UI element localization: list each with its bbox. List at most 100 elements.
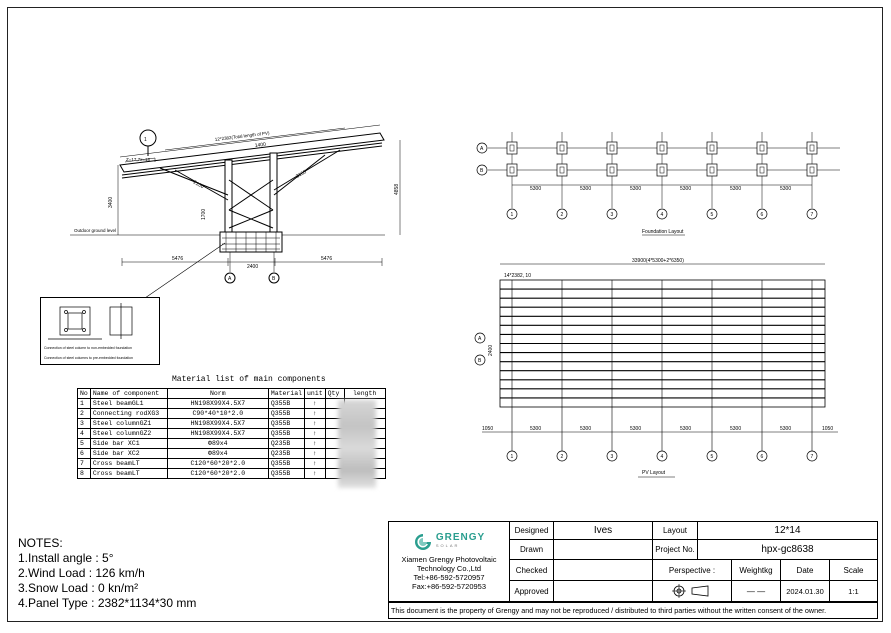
notes-title: NOTES: xyxy=(18,536,63,550)
material-cell: ↑ xyxy=(304,458,326,469)
axis-label: 4 xyxy=(661,454,664,460)
material-cell: HN198X99X4.5X7 xyxy=(166,418,269,429)
material-cell: Q355B xyxy=(267,428,306,439)
axis-bubble xyxy=(556,450,568,462)
elev-brace-a: 2100 xyxy=(192,180,205,191)
axis-label: A xyxy=(478,336,482,342)
layout-label: Layout xyxy=(652,521,698,540)
projection-symbol-cell xyxy=(652,580,732,602)
project-label: Project No. xyxy=(652,539,698,560)
col-header: length xyxy=(343,388,386,399)
col-header: Qty xyxy=(324,388,345,399)
company-fax: Fax:+86-592-5720953 xyxy=(411,582,486,591)
axis-label: 5 xyxy=(711,454,714,460)
notes-block: NOTES: 1.Install angle : 5° 2.Wind Load … xyxy=(18,536,196,611)
span-dim: 5300 xyxy=(580,186,591,192)
footing xyxy=(806,163,818,177)
designed-value: Ives xyxy=(553,521,653,540)
elev-right-height: 4858 xyxy=(394,184,400,195)
material-cell: Steel columnGZ1 xyxy=(89,418,168,429)
material-cell: 8 xyxy=(77,468,91,479)
grengy-logo-icon xyxy=(414,534,431,550)
brand-name: GRENGY xyxy=(435,532,486,543)
material-cell: Cross beamLT xyxy=(89,468,168,479)
column-base xyxy=(809,144,815,152)
axis-label: 6 xyxy=(761,454,764,460)
axis-label: 4 xyxy=(661,212,664,218)
approved-label: Approved xyxy=(509,580,554,602)
foundation-caption: Foundation Layout xyxy=(642,229,684,235)
elev-bottom-right: 5476 xyxy=(321,256,332,262)
elev-axis-a: A xyxy=(228,276,232,282)
footing xyxy=(806,141,818,155)
axis-bubble xyxy=(474,354,486,366)
date-value: 2024.01.30 xyxy=(780,580,830,602)
company-name: Xiamen Grengy Photovoltaic Technology Co… xyxy=(401,555,497,573)
pv-panel-label: 14*2382, 10 xyxy=(504,273,531,279)
note-item: 1.Install angle : 5° xyxy=(18,551,114,565)
drawn-label: Drawn xyxy=(509,539,554,560)
col-header: unit xyxy=(304,388,326,399)
column-base xyxy=(709,166,715,174)
footing xyxy=(556,163,568,177)
footing xyxy=(756,141,768,155)
material-cell: Side bar XC1 xyxy=(89,438,168,449)
elev-top-dim: 12*2382(Total length of PV) xyxy=(215,130,271,142)
material-cell: 3 xyxy=(77,418,91,429)
col-header: Material xyxy=(267,388,306,399)
column-base xyxy=(809,166,815,174)
pv-edge-dim: 1050 xyxy=(482,426,493,432)
axis-label: 2 xyxy=(561,212,564,218)
material-cell: ↑ xyxy=(304,398,326,409)
company-cell: GRENGY SOLAR Xiamen Grengy Photovoltaic … xyxy=(388,521,510,602)
footing xyxy=(556,141,568,155)
axis-bubble xyxy=(806,450,818,462)
footing xyxy=(506,163,518,177)
projection-icon xyxy=(672,584,709,598)
material-cell: C120*60*20*2.0 xyxy=(166,468,269,479)
material-cell: Steel columnGZ2 xyxy=(89,428,168,439)
note-item: 2.Wind Load : 126 km/h xyxy=(18,566,145,580)
connection-detail: Connection of steel column to non-embedd… xyxy=(40,297,160,365)
material-cell: ↑ xyxy=(304,468,326,479)
axis-label: 7 xyxy=(811,454,814,460)
pv-edge-dim: 1050 xyxy=(822,426,833,432)
axis-label: 6 xyxy=(761,212,764,218)
disclaimer: This document is the property of Grengy … xyxy=(388,602,878,619)
axis-bubble xyxy=(606,450,618,462)
axis-label: 1 xyxy=(511,454,514,460)
span-dim: 5300 xyxy=(780,186,791,192)
redacted-area xyxy=(338,400,376,488)
footing xyxy=(756,163,768,177)
column-base xyxy=(659,144,665,152)
material-cell: HN198X99X4.5X7 xyxy=(166,428,269,439)
material-cell: Φ89x4 xyxy=(166,448,269,459)
material-cell: Φ89x4 xyxy=(166,438,269,449)
note-item: 4.Panel Type : 2382*1134*30 mm xyxy=(18,596,197,610)
axis-bubble xyxy=(476,164,488,176)
axis-bubble xyxy=(506,208,518,220)
column-base xyxy=(609,144,615,152)
material-cell: ↑ xyxy=(304,448,326,459)
axis-bubble xyxy=(706,208,718,220)
span-dim: 5300 xyxy=(530,186,541,192)
axis-label: 7 xyxy=(811,212,814,218)
elev-detail-tag: 1 xyxy=(144,137,147,143)
span-dim: 5300 xyxy=(730,426,741,432)
pv-caption: PV Layout xyxy=(642,470,666,476)
project-value: hpx-gc8638 xyxy=(697,539,878,560)
axis-bubble xyxy=(474,332,486,344)
elev-ground-label: Outdoor ground level xyxy=(74,228,116,233)
axis-bubble xyxy=(756,208,768,220)
span-dim: 5300 xyxy=(680,186,691,192)
perspective-label: Perspective : xyxy=(652,559,732,581)
material-header-row: No Name of component Norm Material unit … xyxy=(77,388,386,399)
axis-label: 2 xyxy=(561,454,564,460)
material-cell: ↑ xyxy=(304,418,326,429)
axis-bubble xyxy=(706,450,718,462)
scale-value: 1:1 xyxy=(829,580,878,602)
column-base xyxy=(759,144,765,152)
material-cell: HN198X99X4.5X7 xyxy=(166,398,269,409)
note-item: 3.Snow Load : 0 kn/m² xyxy=(18,581,139,595)
